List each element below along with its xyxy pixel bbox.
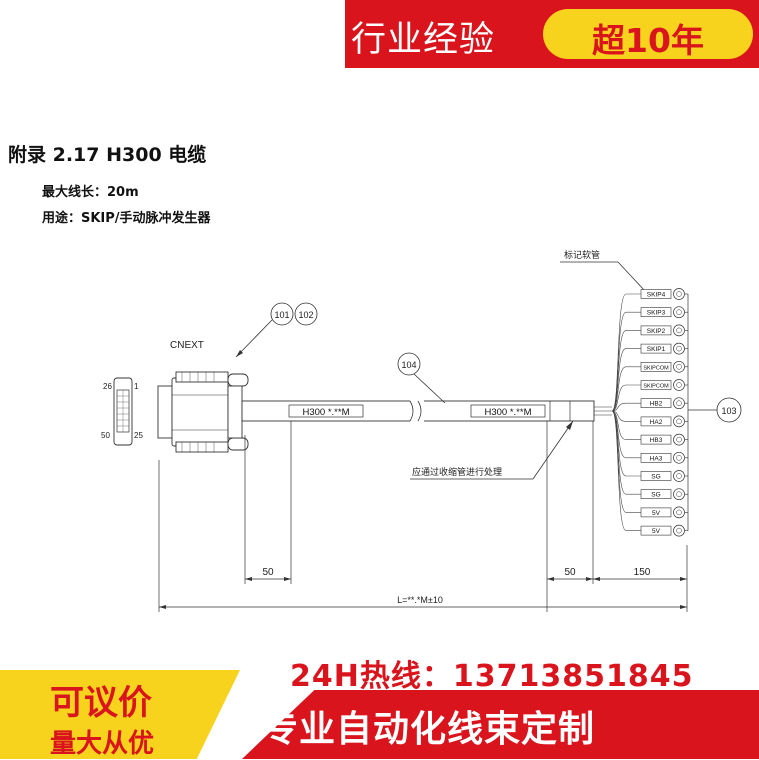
callout-104: 104 — [397, 352, 421, 376]
max-length-spec: 最大线长：20m — [42, 185, 139, 200]
ring-terminal-hole — [676, 418, 682, 425]
wire-marker-tube — [640, 325, 672, 336]
ring-terminal-hole — [676, 309, 682, 315]
callout-103: 103 — [716, 397, 742, 423]
pin-50-label: 50 — [101, 431, 110, 440]
svg-text:103: 103 — [721, 406, 736, 416]
wire-marker-tube — [640, 507, 672, 518]
hotline: 24H热线：13713851845 — [290, 659, 694, 694]
connector-side-view — [157, 371, 249, 453]
wire-marker-tube — [640, 452, 672, 463]
wire-label: SKIPCOM — [643, 365, 669, 371]
cable-marking-2: H300 *.**M — [470, 404, 546, 418]
shrink-note-leader — [532, 420, 574, 480]
dimension-150: 150 — [634, 567, 651, 578]
ring-terminal-hole — [676, 345, 682, 352]
connector-name: CNEXT — [170, 340, 204, 351]
wire-marker-tube — [640, 489, 672, 500]
top-banner: 行业经验 超10年 — [345, 0, 759, 68]
wire-marker-tube — [640, 398, 672, 409]
svg-text:H300 *.**M: H300 *.**M — [303, 407, 350, 418]
shrink-note-arrowhead — [566, 421, 573, 430]
ring-terminal-hole — [676, 455, 682, 461]
price-negotiable: 可议价 — [50, 683, 152, 723]
pin-26-label: 26 — [103, 382, 112, 391]
ring-terminal-hole — [676, 436, 682, 443]
svg-text:104: 104 — [401, 360, 416, 370]
wire-line — [611, 348, 641, 412]
wire-label: 5V — [652, 510, 661, 517]
ring-terminal-hole — [676, 327, 682, 334]
ring-terminal-hole — [676, 400, 682, 406]
wire-label: SKIPCOM — [643, 384, 669, 390]
experience-label: 行业经验 — [351, 20, 496, 60]
wire-label: HA2 — [650, 419, 663, 426]
svg-text:101: 101 — [274, 310, 289, 320]
callout-104-leader — [413, 373, 446, 404]
wire-line — [611, 410, 641, 459]
callout-101: 101 — [270, 302, 294, 326]
wire-marker-tube — [640, 343, 672, 354]
callout-101-arrowhead — [236, 350, 243, 357]
page-title: 附录 2.17 H300 电缆 — [8, 144, 207, 166]
ring-terminal-hole — [676, 382, 682, 388]
shrink-tube-note: 应通过收缩管进行处理 — [412, 466, 502, 477]
wire-label: SKIP1 — [647, 346, 666, 353]
marker-tube-label: 标记软管 — [564, 249, 600, 260]
wire-marker-tube — [640, 380, 672, 390]
svg-text:102: 102 — [298, 310, 313, 320]
wire-marker-tube — [640, 361, 672, 372]
marker-tube-leader — [617, 261, 646, 292]
wire-marker-tube — [640, 289, 672, 299]
ring-terminal-hole — [676, 364, 682, 370]
wire-marker-tube — [640, 416, 672, 427]
pin-1-label: 1 — [134, 382, 139, 391]
wire-label: HB2 — [650, 401, 663, 408]
wire-marker-tube — [640, 434, 672, 445]
bulk-discount: 量大从优 — [50, 729, 155, 759]
ring-terminal-hole — [676, 491, 682, 497]
ring-terminal-hole — [676, 527, 682, 534]
connector-face — [113, 377, 133, 446]
svg-text:H300 *.**M: H300 *.**M — [485, 407, 532, 418]
years-label: 超10年 — [592, 21, 704, 60]
wire-line — [611, 402, 641, 412]
wire-line — [611, 410, 641, 495]
price-badge — [0, 670, 240, 759]
usage-spec: 用途：SKIP/手动脉冲发生器 — [42, 211, 211, 226]
wire-marker-tube — [640, 525, 672, 536]
ring-terminal-hole — [676, 509, 682, 516]
wire-marker-tube — [640, 471, 672, 481]
wire-label: SKIP4 — [647, 292, 666, 299]
dimension-right-50: 50 — [564, 567, 576, 578]
callout-102: 102 — [294, 302, 318, 326]
ring-terminal-hole — [676, 473, 682, 479]
ring-terminal-hole — [676, 291, 682, 297]
wire-label: SG — [651, 492, 660, 499]
wire-line — [611, 410, 641, 477]
dimension-total-length: L=**.*M±10 — [397, 595, 443, 605]
wire-line — [611, 410, 641, 513]
wire-label: SG — [651, 474, 660, 481]
wire-label: SKIP2 — [647, 328, 666, 335]
custom-banner — [242, 690, 759, 759]
dimension-lines — [158, 421, 688, 612]
wire-label: HB3 — [650, 437, 663, 444]
cable-marking-1: H300 *.**M — [288, 404, 364, 418]
wire-line — [611, 410, 641, 422]
custom-harness-label: 专业自动化线束定制 — [262, 709, 596, 750]
wire-label: SKIP3 — [647, 310, 666, 317]
wire-label: HA3 — [650, 455, 663, 462]
wire-marker-tube — [640, 307, 672, 318]
pin-25-label: 25 — [134, 431, 143, 440]
wire-line — [611, 384, 641, 412]
wire-label: 5V — [652, 528, 661, 535]
dimension-arrows — [159, 577, 687, 609]
years-badge: 超10年 — [543, 9, 753, 60]
callout-101-leader — [235, 319, 273, 358]
wire-line — [611, 366, 641, 412]
dimension-left-50: 50 — [262, 567, 274, 578]
